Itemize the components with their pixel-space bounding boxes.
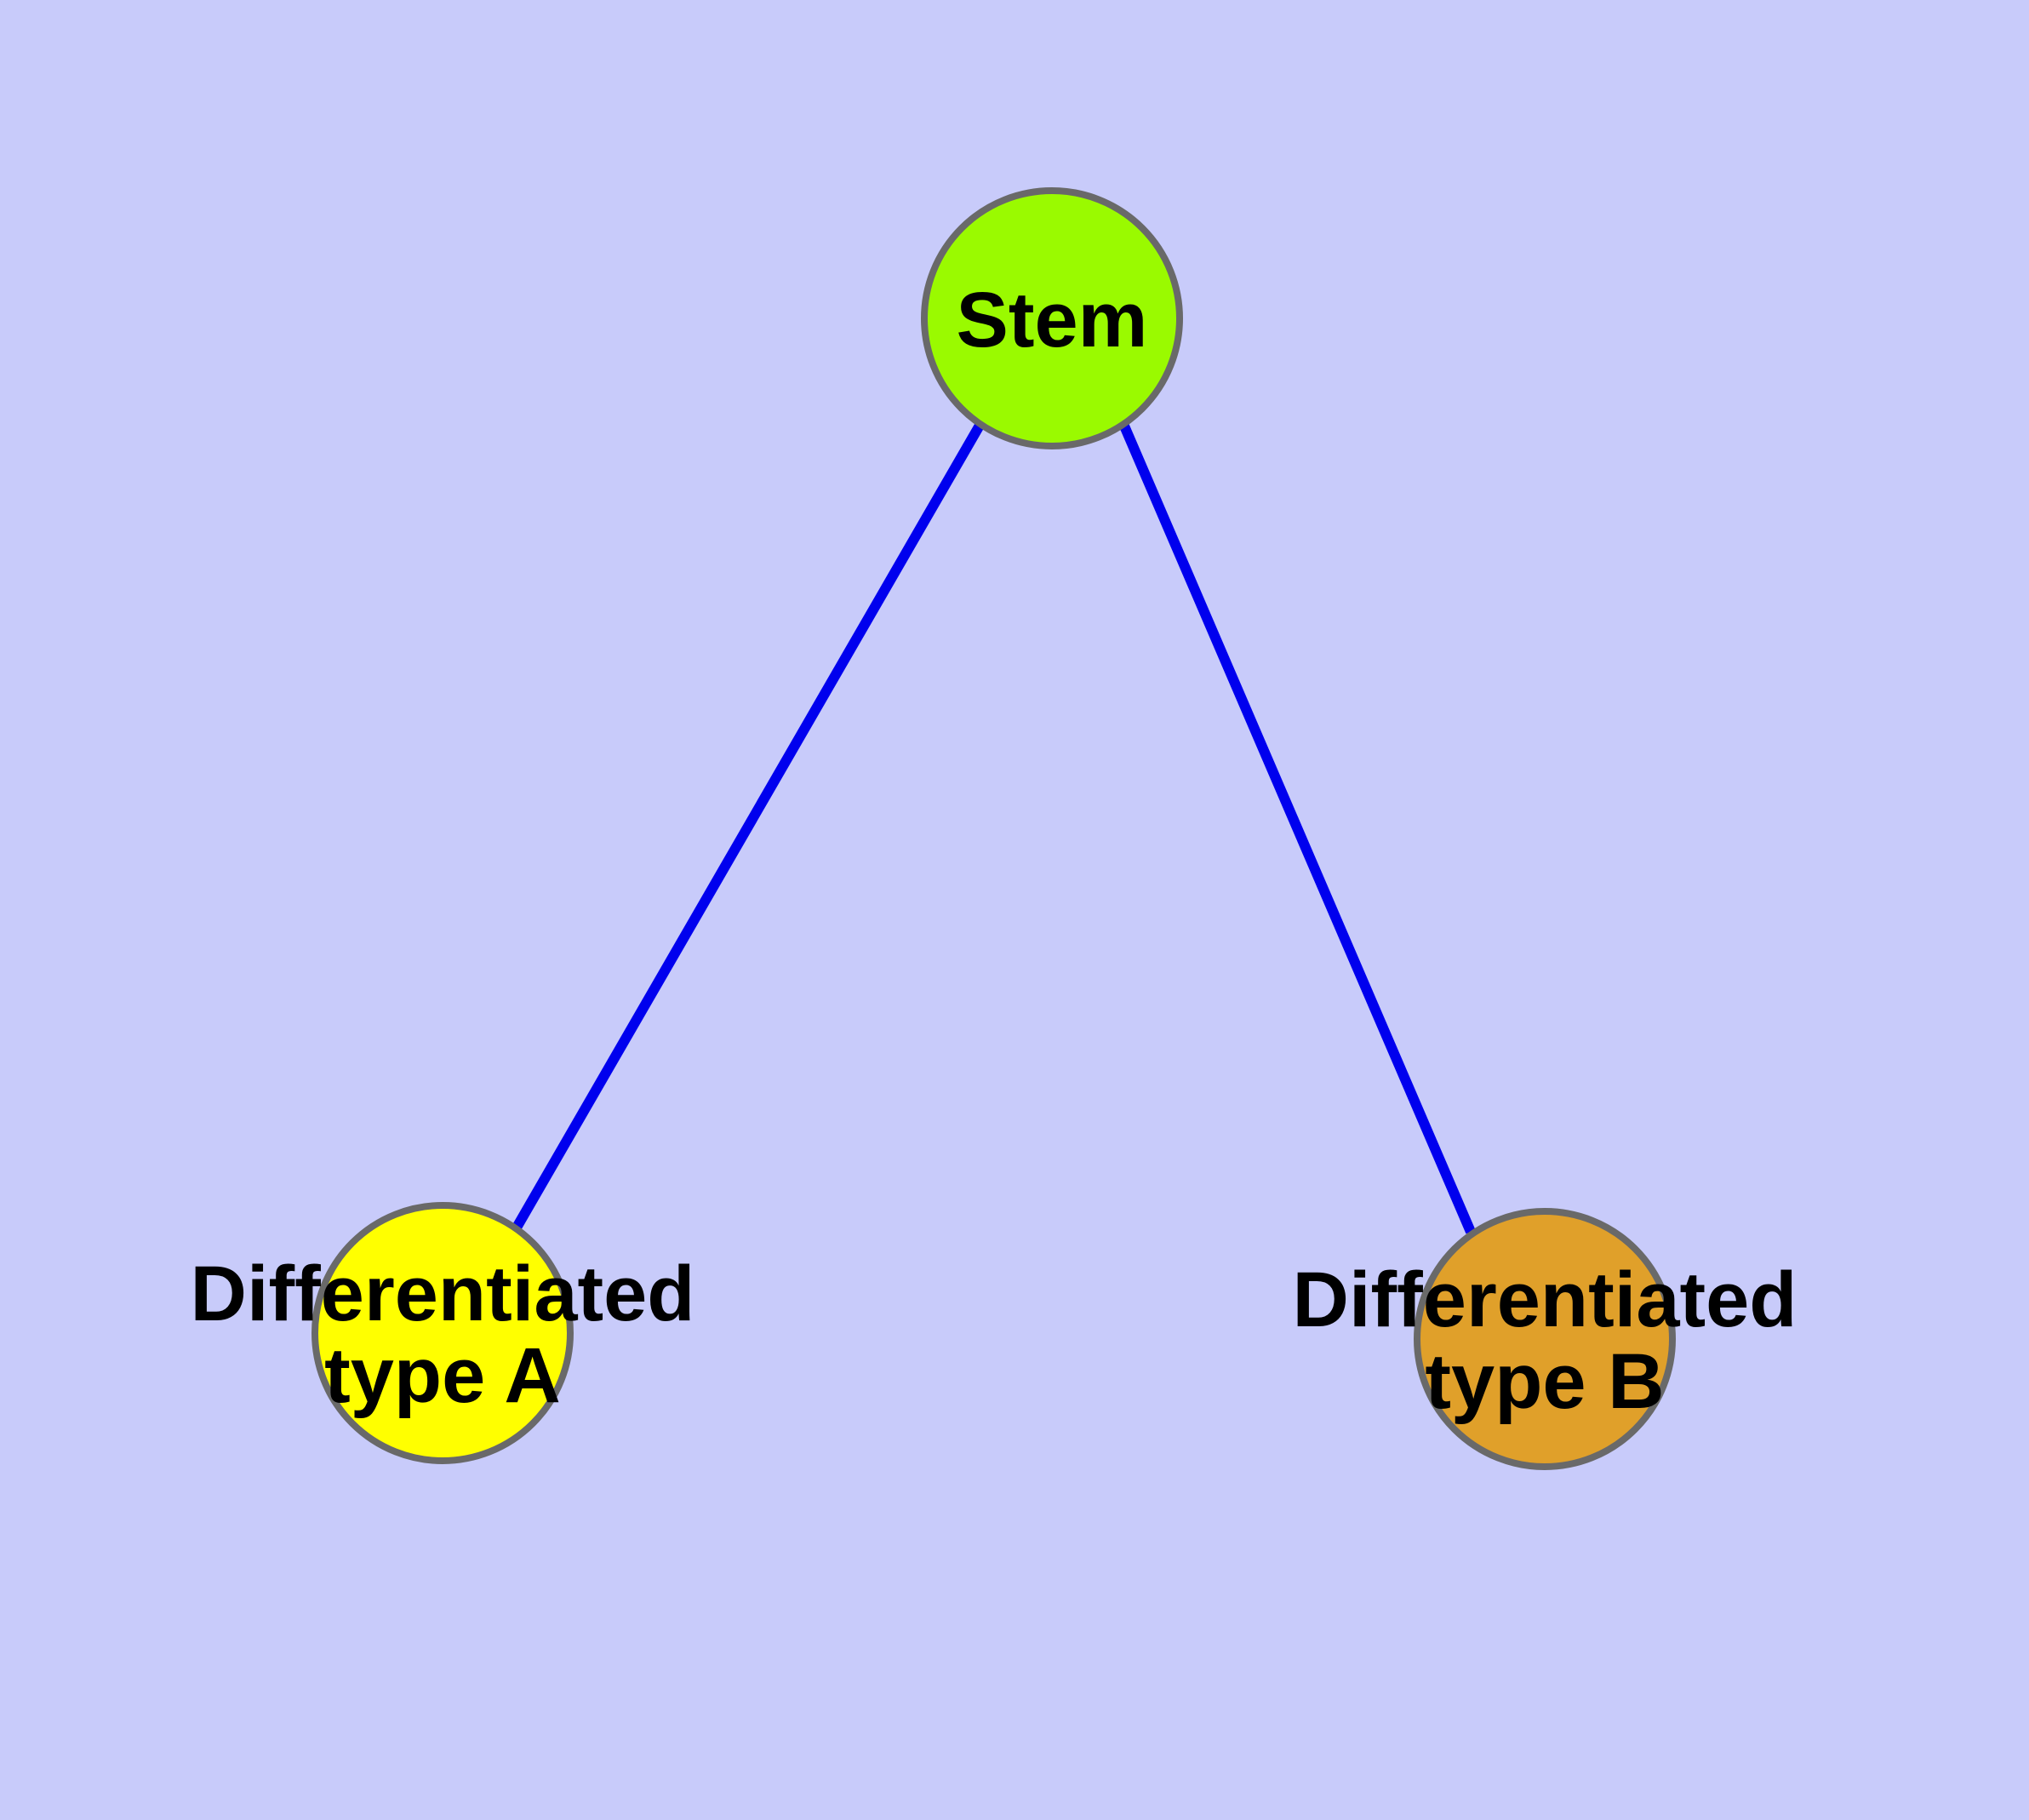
edge-stem-to-diff-b[interactable] <box>1118 421 1476 1234</box>
nodes-layer <box>311 187 1676 1470</box>
edges-layer <box>512 421 1476 1234</box>
node-label-stem: Stem <box>957 277 1148 363</box>
node-stem[interactable] <box>921 187 1183 449</box>
node-label-line: Differentiated <box>191 1251 695 1337</box>
node-label-line: Differentiated <box>1293 1256 1798 1343</box>
node-differentiated-type-b[interactable] <box>1414 1208 1676 1470</box>
node-label-line: type A <box>324 1332 561 1419</box>
node-label-line: type B <box>1425 1338 1664 1425</box>
node-label-line: Stem <box>957 277 1148 363</box>
node-differentiated-type-a[interactable] <box>311 1202 574 1464</box>
edge-stem-to-diff-a[interactable] <box>512 421 986 1230</box>
